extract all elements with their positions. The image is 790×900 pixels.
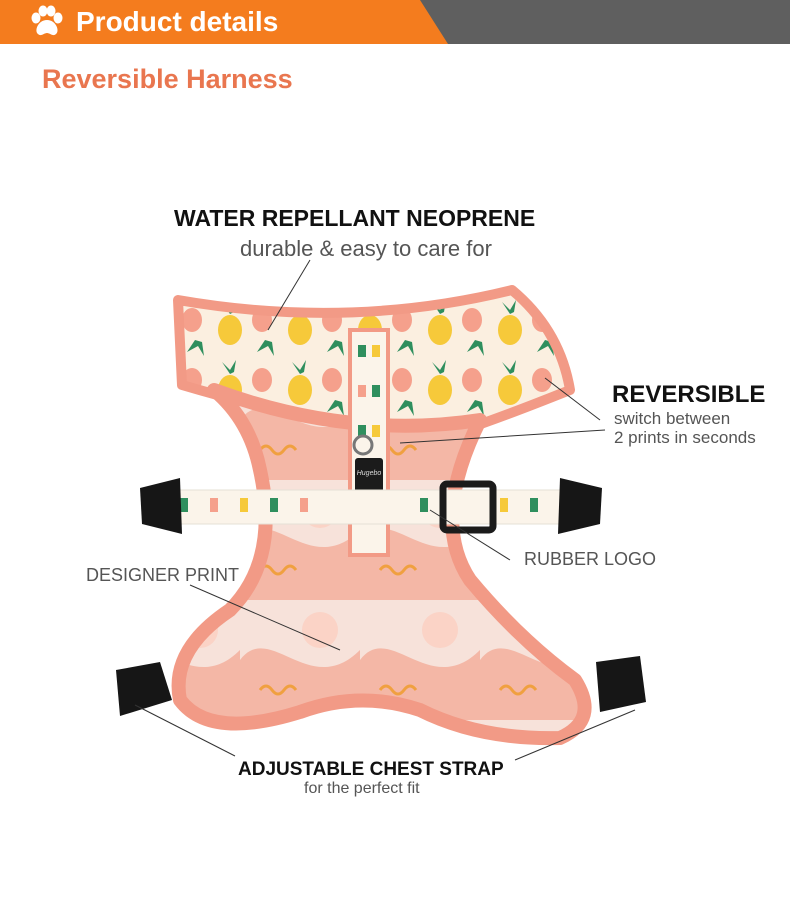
- designer-print-callout: DESIGNER PRINT: [86, 565, 240, 585]
- water-callout-title: WATER REPELLANT NEOPRENE: [174, 205, 536, 231]
- chest-strap-callout-subtitle: for the perfect fit: [304, 780, 420, 797]
- section-title: Reversible Harness: [42, 64, 293, 94]
- reversible-callout-line1: switch between: [614, 409, 731, 428]
- paw-icon: [31, 5, 63, 36]
- water-callout-subtitle: durable & easy to care for: [240, 236, 492, 261]
- header-tab: [0, 0, 448, 44]
- rubber-logo-text: Hugebo: [356, 470, 382, 477]
- rubber-logo-callout: RUBBER LOGO: [524, 549, 657, 569]
- reversible-callout-line2: 2 prints in seconds: [614, 428, 756, 447]
- reversible-callout-title: REVERSIBLE: [612, 381, 766, 408]
- header-title: Product details: [76, 6, 279, 37]
- chest-strap-callout-title: ADJUSTABLE CHEST STRAP: [238, 759, 504, 780]
